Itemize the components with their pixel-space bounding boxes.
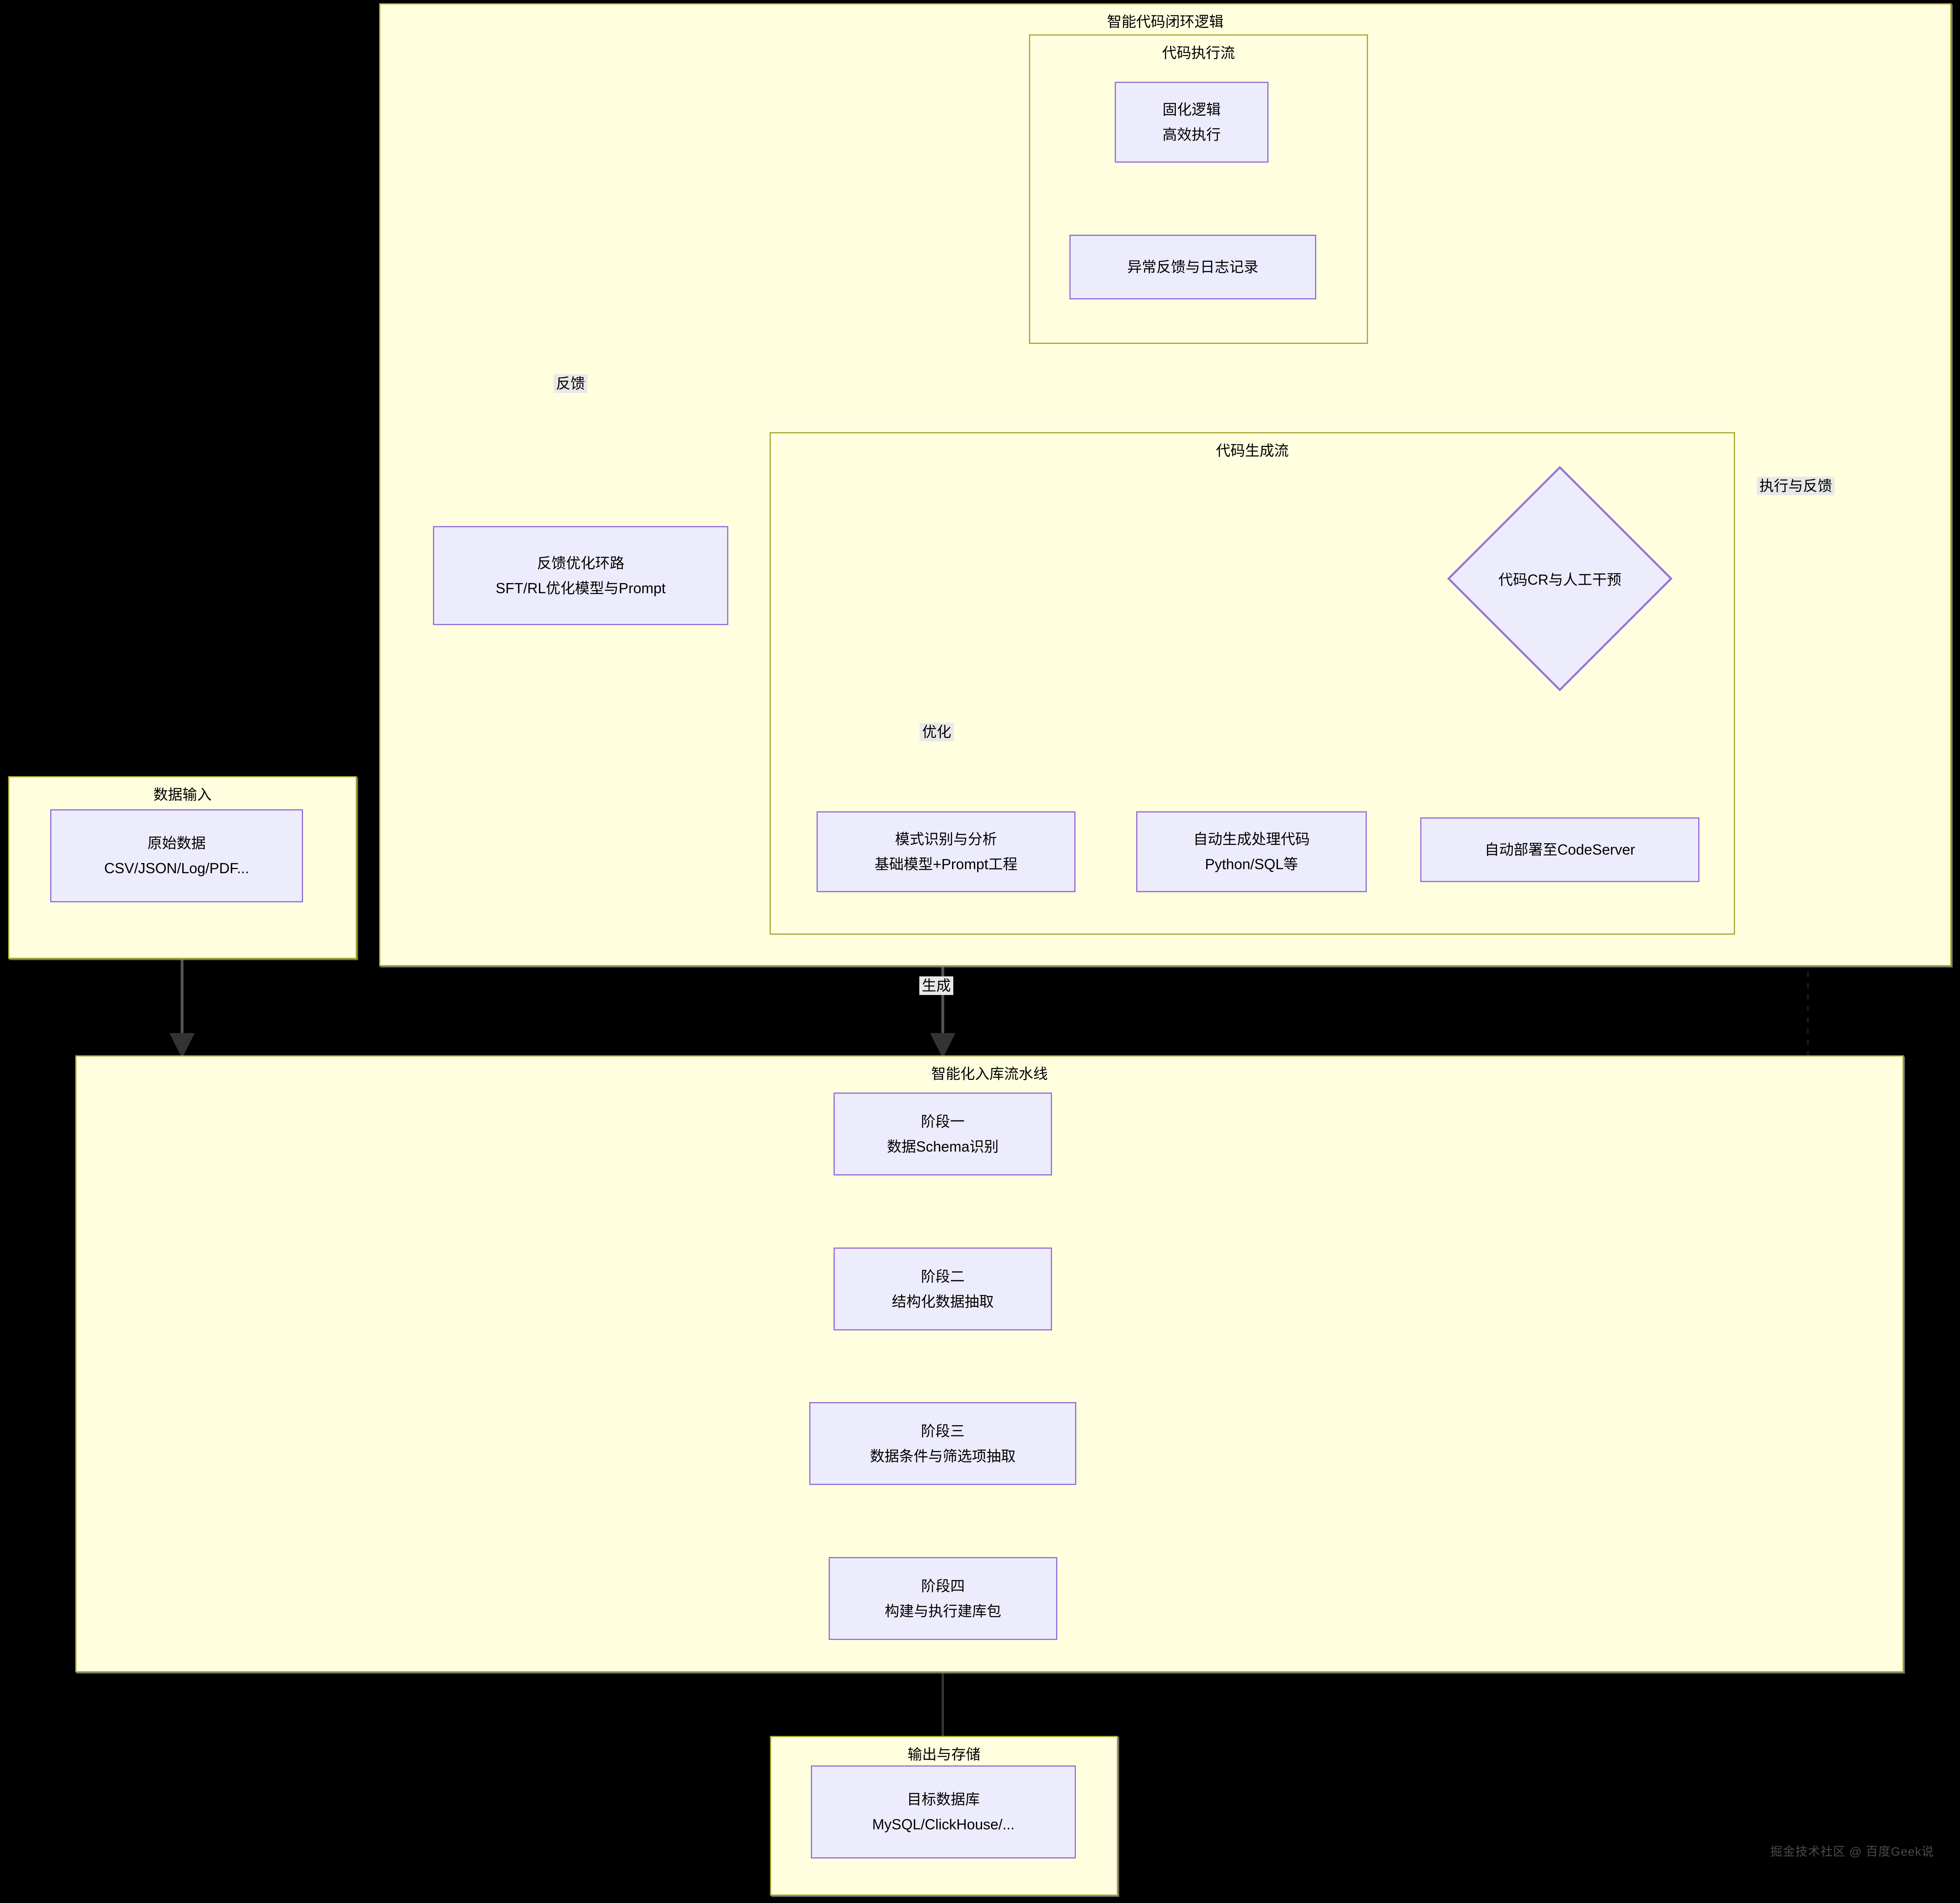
node-stage-two-line2: 结构化数据抽取 xyxy=(891,1293,994,1310)
node-feedback-loop[interactable]: 反馈优化环路 SFT/RL优化模型与Prompt xyxy=(433,526,728,625)
node-solidified-logic-line2: 高效执行 xyxy=(1162,126,1221,143)
edge-label-generate: 生成 xyxy=(919,976,954,995)
node-code-cr[interactable]: 代码CR与人工干预 xyxy=(1447,465,1673,692)
group-title-code-gen-flow: 代码生成流 xyxy=(1215,442,1289,459)
node-stage-three[interactable]: 阶段三 数据条件与筛选项抽取 xyxy=(809,1402,1076,1485)
node-stage-four-line2: 构建与执行建库包 xyxy=(885,1602,1001,1619)
node-stage-two[interactable]: 阶段二 结构化数据抽取 xyxy=(834,1247,1052,1330)
node-feedback-loop-line2: SFT/RL优化模型与Prompt xyxy=(495,579,666,596)
node-feedback-loop-line1: 反馈优化环路 xyxy=(537,554,624,571)
node-target-db-line1: 目标数据库 xyxy=(907,1791,980,1808)
edge-label-optimize: 优化 xyxy=(920,723,954,741)
node-stage-four[interactable]: 阶段四 构建与执行建库包 xyxy=(829,1557,1057,1640)
node-auto-deploy-line1: 自动部署至CodeServer xyxy=(1484,841,1635,858)
node-stage-three-line2: 数据条件与筛选项抽取 xyxy=(870,1447,1016,1464)
node-target-db-line2: MySQL/ClickHouse/... xyxy=(872,1816,1015,1833)
node-stage-one[interactable]: 阶段一 数据Schema识别 xyxy=(834,1093,1052,1175)
edge-label-feedback: 反馈 xyxy=(554,374,588,393)
node-solidified-logic[interactable]: 固化逻辑 高效执行 xyxy=(1115,82,1268,163)
node-auto-deploy[interactable]: 自动部署至CodeServer xyxy=(1420,817,1699,882)
group-title-pipeline: 智能化入库流水线 xyxy=(931,1065,1048,1082)
node-pattern-recognition-line2: 基础模型+Prompt工程 xyxy=(874,856,1018,872)
node-pattern-recognition[interactable]: 模式识别与分析 基础模型+Prompt工程 xyxy=(817,811,1075,892)
group-title-data-input: 数据输入 xyxy=(153,786,212,803)
watermark: 掘金技术社区 @ 百度Geek说 xyxy=(1770,1845,1934,1858)
node-solidified-logic-line1: 固化逻辑 xyxy=(1162,101,1221,118)
node-stage-one-line1: 阶段一 xyxy=(921,1113,965,1130)
group-title-output-storage: 输出与存储 xyxy=(907,1746,980,1763)
node-auto-gen-code-line2: Python/SQL等 xyxy=(1205,856,1298,872)
group-title-smart-code-loop: 智能代码闭环逻辑 xyxy=(1107,13,1224,30)
node-raw-data[interactable]: 原始数据 CSV/JSON/Log/PDF... xyxy=(50,809,303,902)
node-raw-data-line1: 原始数据 xyxy=(147,835,206,852)
node-target-db[interactable]: 目标数据库 MySQL/ClickHouse/... xyxy=(811,1765,1076,1858)
edge-label-exec-feedback: 执行与反馈 xyxy=(1757,477,1835,495)
diamond-shape xyxy=(1447,466,1673,692)
node-auto-gen-code-line1: 自动生成处理代码 xyxy=(1193,831,1310,848)
node-exception-feedback-line1: 异常反馈与日志记录 xyxy=(1127,259,1258,276)
node-stage-one-line2: 数据Schema识别 xyxy=(887,1138,999,1155)
node-auto-gen-code[interactable]: 自动生成处理代码 Python/SQL等 xyxy=(1136,811,1367,892)
node-stage-three-line1: 阶段三 xyxy=(921,1422,965,1439)
group-title-code-exec-flow: 代码执行流 xyxy=(1162,45,1235,61)
node-stage-four-line1: 阶段四 xyxy=(921,1577,965,1594)
node-exception-feedback[interactable]: 异常反馈与日志记录 xyxy=(1069,235,1316,299)
node-raw-data-line2: CSV/JSON/Log/PDF... xyxy=(104,860,249,876)
node-pattern-recognition-line1: 模式识别与分析 xyxy=(895,831,997,848)
node-stage-two-line1: 阶段二 xyxy=(921,1268,965,1285)
